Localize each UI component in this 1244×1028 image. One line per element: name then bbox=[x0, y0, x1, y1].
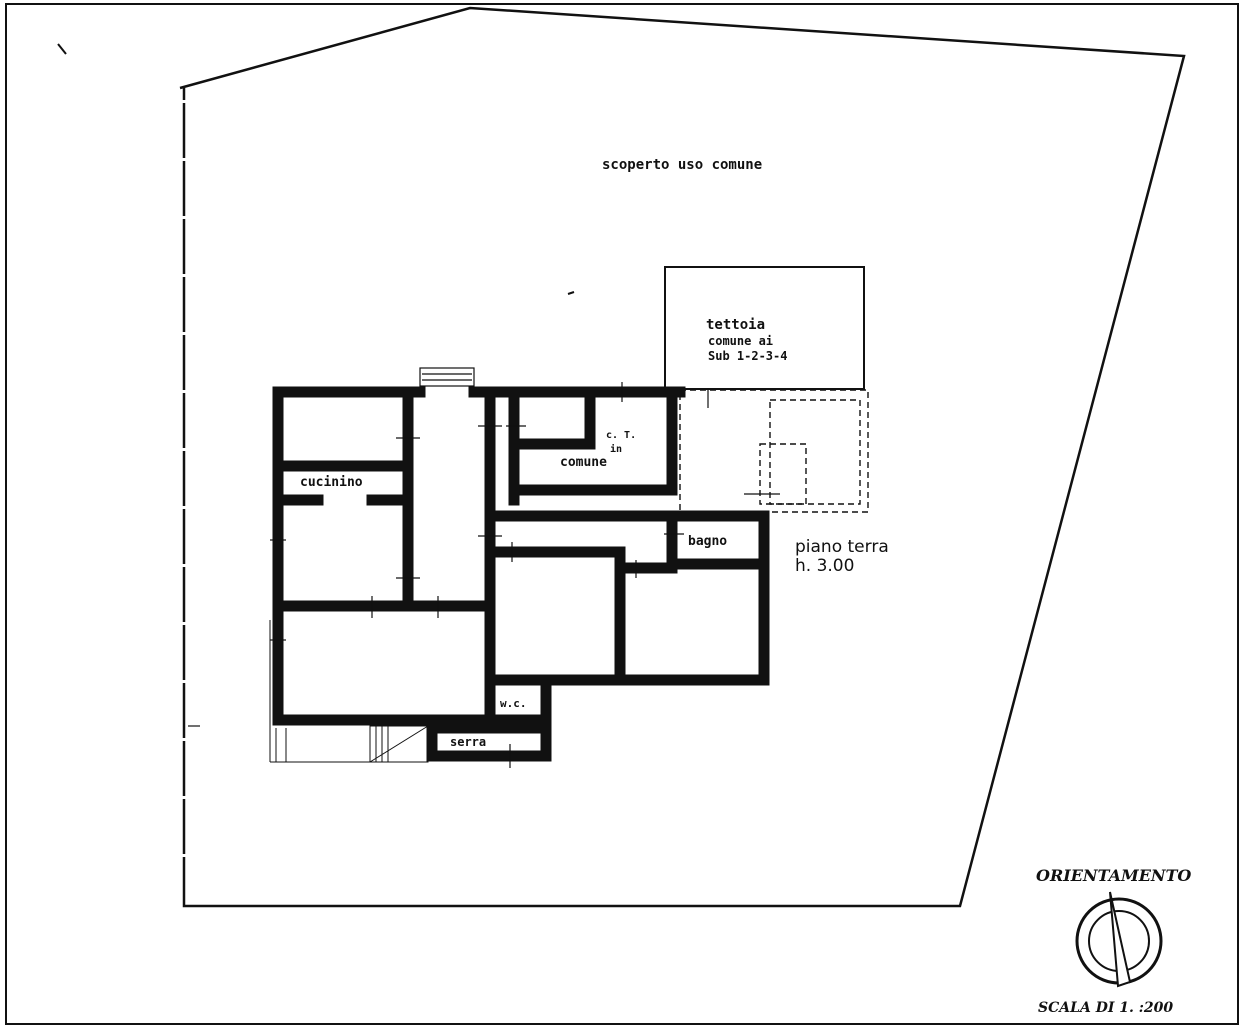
stray-mark bbox=[567, 291, 575, 295]
north-arrow-icon bbox=[1075, 891, 1163, 988]
label-tettoia-3: Sub 1-2-3-4 bbox=[708, 349, 787, 363]
label-orientamento: ORIENTAMENTO bbox=[1036, 866, 1191, 885]
label-tettoia-2: comune ai bbox=[708, 334, 773, 348]
label-altezza: h. 3.00 bbox=[795, 556, 854, 576]
label-serra: serra bbox=[450, 735, 486, 749]
label-piano-terra: piano terra bbox=[795, 537, 889, 557]
label-bagno: bagno bbox=[688, 534, 727, 549]
openings bbox=[188, 367, 780, 768]
stray-mark bbox=[57, 43, 67, 55]
tettoia-outline bbox=[664, 266, 865, 390]
label-tettoia: tettoia bbox=[706, 317, 765, 333]
sheet-frame bbox=[5, 3, 1239, 1025]
west-facade-lines bbox=[269, 620, 370, 763]
label-scoperto: scoperto uso comune bbox=[602, 157, 762, 173]
label-ct: c. T. bbox=[606, 430, 636, 441]
dashed-extension bbox=[679, 389, 869, 513]
label-ct-in: in bbox=[610, 443, 622, 455]
stair bbox=[369, 725, 429, 763]
label-ct-comune: comune bbox=[560, 455, 607, 470]
label-wc: w.c. bbox=[500, 697, 527, 710]
label-cucinino: cucinino bbox=[300, 475, 363, 490]
label-scala: SCALA DI 1. :200 bbox=[1038, 1000, 1173, 1016]
lot-boundary bbox=[179, 6, 1186, 908]
